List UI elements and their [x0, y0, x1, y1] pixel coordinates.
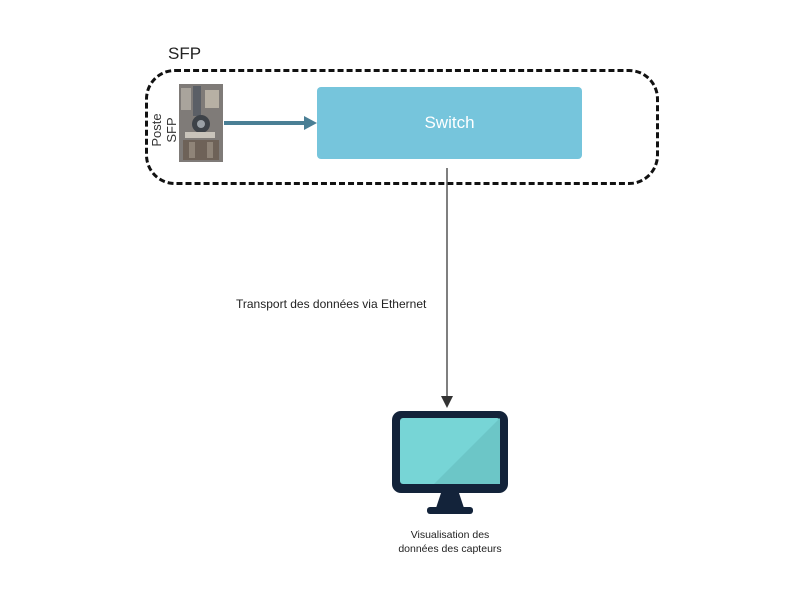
display-caption-line-1: Visualisation des: [410, 529, 490, 541]
monitor-icon: [389, 408, 511, 518]
sfp-group-boundary: [145, 69, 659, 185]
station-photo: [179, 84, 223, 162]
display-caption-line-2: données des capteurs: [398, 543, 502, 555]
arrow-switch-to-display: [441, 168, 453, 408]
display-caption: Visualisation des données des capteurs: [370, 528, 530, 556]
sfp-group-label: SFP: [168, 44, 202, 63]
arrow-station-to-switch: [224, 116, 317, 130]
switch-node: Switch: [317, 87, 582, 159]
ethernet-link-label: Transport des données via Ethernet: [236, 297, 427, 311]
switch-label: Switch: [424, 113, 475, 132]
